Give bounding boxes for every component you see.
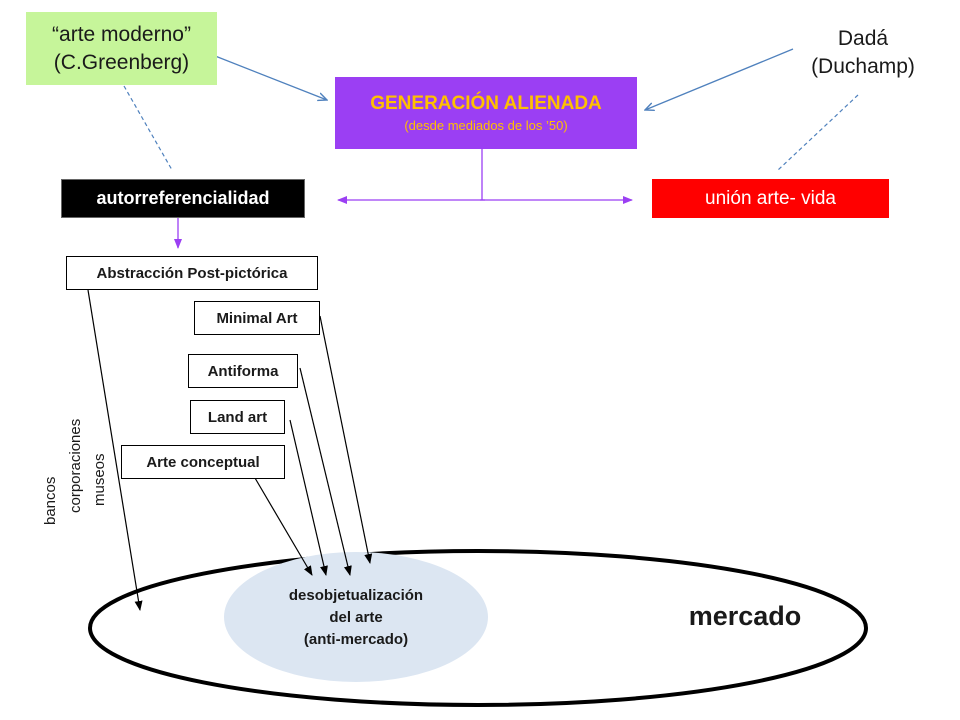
side-label-corporaciones: corporaciones	[67, 419, 84, 513]
arte-moderno-line2: (C.Greenberg)	[53, 50, 190, 74]
mercado-label: mercado	[660, 596, 830, 636]
arrow-land-to-desobjetualizacion	[289, 419, 328, 576]
minimal-art-label: Minimal Art	[216, 309, 298, 327]
minimal-art-box: Minimal Art	[194, 301, 320, 335]
generacion-title: GENERACIÓN ALIENADA	[370, 93, 602, 114]
desobjetualizacion-text: desobjetualización del arte (anti-mercad…	[240, 578, 472, 658]
autorreferencialidad-label: autorreferencialidad	[96, 188, 270, 208]
arte-conceptual-box: Arte conceptual	[121, 445, 285, 479]
arrow-minimal-to-desobjetualizacion	[319, 315, 373, 564]
dada-line2: (Duchamp)	[811, 55, 915, 78]
antiforma-label: Antiforma	[207, 362, 279, 380]
desobjetualizacion-line3: (anti-mercado)	[303, 630, 409, 648]
side-label-museos: museos	[91, 453, 108, 506]
generacion-alienada-box: GENERACIÓN ALIENADA (desde mediados de l…	[335, 77, 637, 149]
desobjetualizacion-line2: del arte	[329, 609, 383, 627]
autorreferencialidad-box: autorreferencialidad	[61, 179, 305, 218]
union-arte-vida-box: unión arte- vida	[652, 179, 889, 218]
arte-moderno-line1: “arte moderno”	[52, 23, 191, 47]
dashed-line-greenberg-autorref	[123, 85, 173, 171]
arrow-arte-moderno-to-generacion	[204, 51, 327, 100]
mercado-text: mercado	[688, 600, 802, 631]
arrow-dada-to-generacion	[645, 48, 794, 110]
side-label-bancos-text: bancos	[42, 476, 59, 525]
antiforma-box: Antiforma	[188, 354, 298, 388]
side-label-museos-text: museos	[91, 453, 108, 506]
dada-line1: Dadá	[837, 26, 889, 50]
arte-moderno-box: “arte moderno” (C.Greenberg)	[26, 12, 217, 85]
dashed-line-duchamp-union	[777, 94, 859, 171]
land-art-label: Land art	[207, 408, 268, 426]
generacion-subtitle: (desde mediados de los ’50)	[404, 118, 568, 133]
union-arte-vida-label: unión arte- vida	[705, 187, 836, 209]
arrow-conceptual-to-desobjetualizacion	[254, 477, 313, 576]
abstraccion-post-pictorica-box: Abstracción Post-pictórica	[66, 256, 318, 290]
arrow-abstraccion-to-mercado	[87, 289, 143, 611]
desobjetualizacion-line1: desobjetualización	[288, 587, 424, 605]
side-label-bancos: bancos	[42, 477, 59, 525]
dada-label: Dadá (Duchamp)	[788, 18, 938, 88]
desobjetualizacion-ellipse	[224, 552, 488, 682]
arrow-antiforma-to-desobjetualizacion	[299, 367, 352, 576]
abstraccion-label: Abstracción Post-pictórica	[96, 264, 288, 282]
side-label-corporaciones-text: corporaciones	[67, 418, 84, 513]
arte-conceptual-label: Arte conceptual	[146, 453, 260, 471]
land-art-box: Land art	[190, 400, 285, 434]
